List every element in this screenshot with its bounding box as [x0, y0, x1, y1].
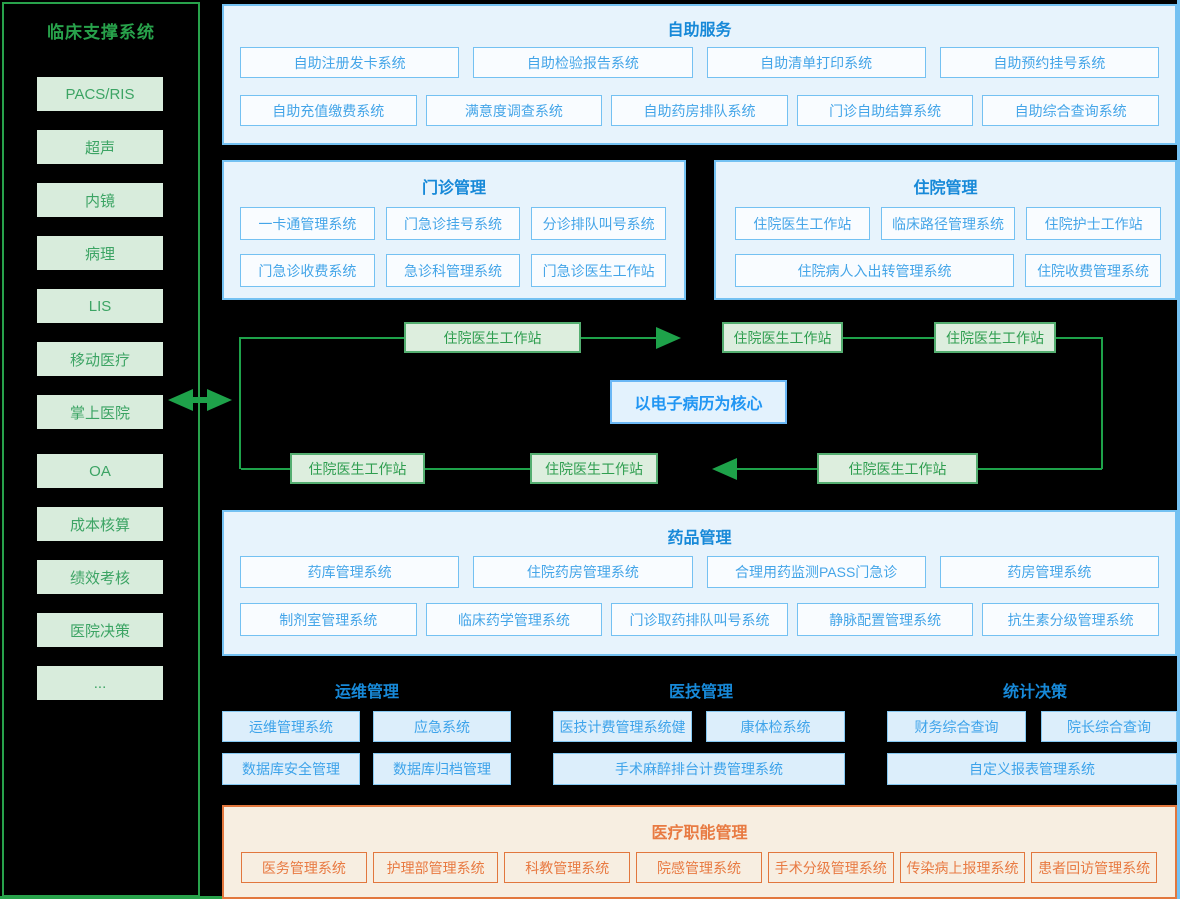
node-medical-affairs: 医务管理系统: [241, 852, 367, 883]
node-infectious-report: 传染病上报理系统: [899, 852, 1026, 883]
node-emergency-system: 应急系统: [373, 711, 511, 742]
flow-line-bottom-1: [978, 468, 1102, 470]
link-arrow-right-icon: [207, 389, 232, 411]
flow-line-top-2: [581, 337, 656, 339]
node-custom-report: 自定义报表管理系统: [887, 753, 1177, 785]
link-arrow-left-icon: [168, 389, 193, 411]
flow-line-bottom-3: [425, 468, 530, 470]
ops-title: 运维管理: [334, 684, 400, 701]
node-finance-query: 财务综合查询: [887, 711, 1026, 742]
node-one-card-mgmt: 一卡通管理系统: [240, 207, 375, 240]
sidebar-item-decision: 医院决策: [37, 613, 163, 647]
node-inpatient-nurse-ws: 住院护士工作站: [1026, 207, 1162, 240]
medical-function-panel: 医疗职能管理 医务管理系统 护理部管理系统 科教管理系统 院感管理系统 手术分级…: [222, 805, 1177, 899]
emr-core-node: 以电子病历为核心: [610, 380, 787, 424]
sidebar-item-cost-accounting: 成本核算: [37, 507, 163, 541]
node-self-pharmacy-queue: 自助药房排队系统: [611, 95, 788, 126]
inpatient-title: 住院管理: [913, 180, 978, 197]
node-nursing-dept: 护理部管理系统: [372, 852, 499, 883]
sidebar-item-pathology: 病理: [37, 236, 163, 270]
node-db-archive: 数据库归档管理: [373, 753, 511, 785]
flow-line-top-1: [241, 337, 404, 339]
medical-function-title: 医疗职能管理: [651, 825, 748, 842]
sidebar-item-more: ...: [37, 666, 163, 700]
inpatient-panel: 住院管理 住院医生工作站 临床路径管理系统 住院护士工作站 住院病人入出转管理系…: [714, 160, 1177, 300]
flow-arrow-right-icon: [656, 327, 681, 349]
node-self-register-card: 自助注册发卡系统: [240, 47, 460, 78]
node-clinical-pharmacy: 临床药学管理系统: [425, 603, 603, 636]
clinical-support-title: 临床支撑系统: [47, 23, 155, 42]
node-emergency-dept-mgmt: 急诊科管理系统: [385, 254, 521, 287]
flow-node-2: 住院医生工作站: [722, 322, 843, 353]
outpatient-title: 门诊管理: [421, 180, 486, 197]
bottom-edge-line: [0, 896, 222, 899]
flow-line-top-4: [1056, 337, 1103, 339]
node-patient-transfer-mgmt: 住院病人入出转管理系统: [735, 254, 1015, 287]
flow-node-6: 住院医生工作站: [290, 453, 425, 484]
stats-title: 统计决策: [1002, 684, 1068, 701]
node-patient-followup: 患者回访管理系统: [1031, 852, 1158, 883]
node-education-mgmt: 科教管理系统: [504, 852, 631, 883]
node-inpatient-pharmacy: 住院药房管理系统: [473, 556, 693, 588]
sidebar-item-mobile-medical: 移动医疗: [37, 342, 163, 376]
node-pass-monitoring: 合理用药监测PASS门急诊: [706, 556, 926, 588]
node-self-list-print: 自助清单打印系统: [706, 47, 926, 78]
node-medtech-billing: 医技计费管理系统健: [553, 711, 692, 742]
node-surgery-anesthesia-billing: 手术麻醉排台计费管理系统: [553, 753, 845, 785]
sidebar-item-performance: 绩效考核: [37, 560, 163, 594]
node-infection-mgmt: 院感管理系统: [636, 852, 762, 883]
flow-node-5: 住院医生工作站: [530, 453, 658, 484]
node-satisfaction-survey: 满意度调查系统: [425, 95, 603, 126]
node-iv-config-mgmt: 静脉配置管理系统: [796, 603, 974, 636]
node-er-charging: 门急诊收费系统: [240, 254, 375, 287]
node-inpatient-charging: 住院收费管理系统: [1025, 254, 1161, 287]
flow-line-bottom-4: [241, 468, 290, 470]
node-self-recharge-pay: 自助充值缴费系统: [240, 95, 417, 126]
node-pharmacy-mgmt: 药房管理系统: [939, 556, 1159, 588]
node-self-appointment: 自助预约挂号系统: [939, 47, 1159, 78]
sidebar-item-oa: OA: [37, 454, 163, 488]
pharmacy-panel: 药品管理 药库管理系统 住院药房管理系统 合理用药监测PASS门急诊 药房管理系…: [222, 510, 1177, 656]
sidebar-item-endoscopy: 内镜: [37, 183, 163, 217]
flow-node-1: 住院医生工作站: [404, 322, 581, 353]
link-arrow-bar: [186, 397, 214, 403]
medtech-title: 医技管理: [668, 684, 734, 701]
flow-line-top-3: [843, 337, 934, 339]
node-self-lab-report: 自助检验报告系统: [473, 47, 693, 78]
outpatient-panel: 门诊管理 一卡通管理系统 门急诊挂号系统 分诊排队叫号系统 门急诊收费系统 急诊…: [222, 160, 686, 300]
node-inpatient-doctor-ws: 住院医生工作站: [735, 207, 870, 240]
node-director-query: 院长综合查询: [1041, 711, 1177, 742]
self-service-title: 自助服务: [667, 22, 732, 39]
node-dispensing-queue: 门诊取药排队叫号系统: [611, 603, 788, 636]
node-drug-warehouse: 药库管理系统: [240, 556, 460, 588]
sidebar-item-lis: LIS: [37, 289, 163, 323]
flow-node-4: 住院医生工作站: [817, 453, 978, 484]
clinical-support-panel: 临床支撑系统 PACS/RIS 超声 内镜 病理 LIS 移动医疗 掌上医院 O…: [2, 2, 200, 897]
node-preparation-room: 制剂室管理系统: [240, 603, 417, 636]
flow-line-bottom-2: [737, 468, 817, 470]
node-surgery-grading: 手术分级管理系统: [767, 852, 894, 883]
right-edge-line: [1177, 0, 1180, 899]
self-service-panel: 自助服务 自助注册发卡系统 自助检验报告系统 自助清单打印系统 自助预约挂号系统…: [222, 4, 1177, 145]
node-health-checkup: 康体检系统: [706, 711, 845, 742]
node-er-registration: 门急诊挂号系统: [385, 207, 521, 240]
node-db-security: 数据库安全管理: [222, 753, 360, 785]
node-outpatient-self-settlement: 门诊自助结算系统: [796, 95, 974, 126]
sidebar-item-palm-hospital: 掌上医院: [37, 395, 163, 429]
node-er-doctor-workstation: 门急诊医生工作站: [531, 254, 667, 287]
node-antibiotic-grading: 抗生素分级管理系统: [982, 603, 1159, 636]
flow-line-right-vertical: [1101, 337, 1103, 469]
flow-line-left-vertical: [239, 337, 241, 469]
node-self-comprehensive-query: 自助综合查询系统: [982, 95, 1159, 126]
node-clinical-pathway: 临床路径管理系统: [880, 207, 1016, 240]
pharmacy-title: 药品管理: [667, 530, 732, 547]
sidebar-item-ultrasound: 超声: [37, 130, 163, 164]
node-triage-queue-call: 分诊排队叫号系统: [531, 207, 667, 240]
sidebar-item-pacs-ris: PACS/RIS: [37, 77, 163, 111]
flow-arrow-left-icon: [712, 458, 737, 480]
flow-node-3: 住院医生工作站: [934, 322, 1056, 353]
node-ops-mgmt: 运维管理系统: [222, 711, 360, 742]
